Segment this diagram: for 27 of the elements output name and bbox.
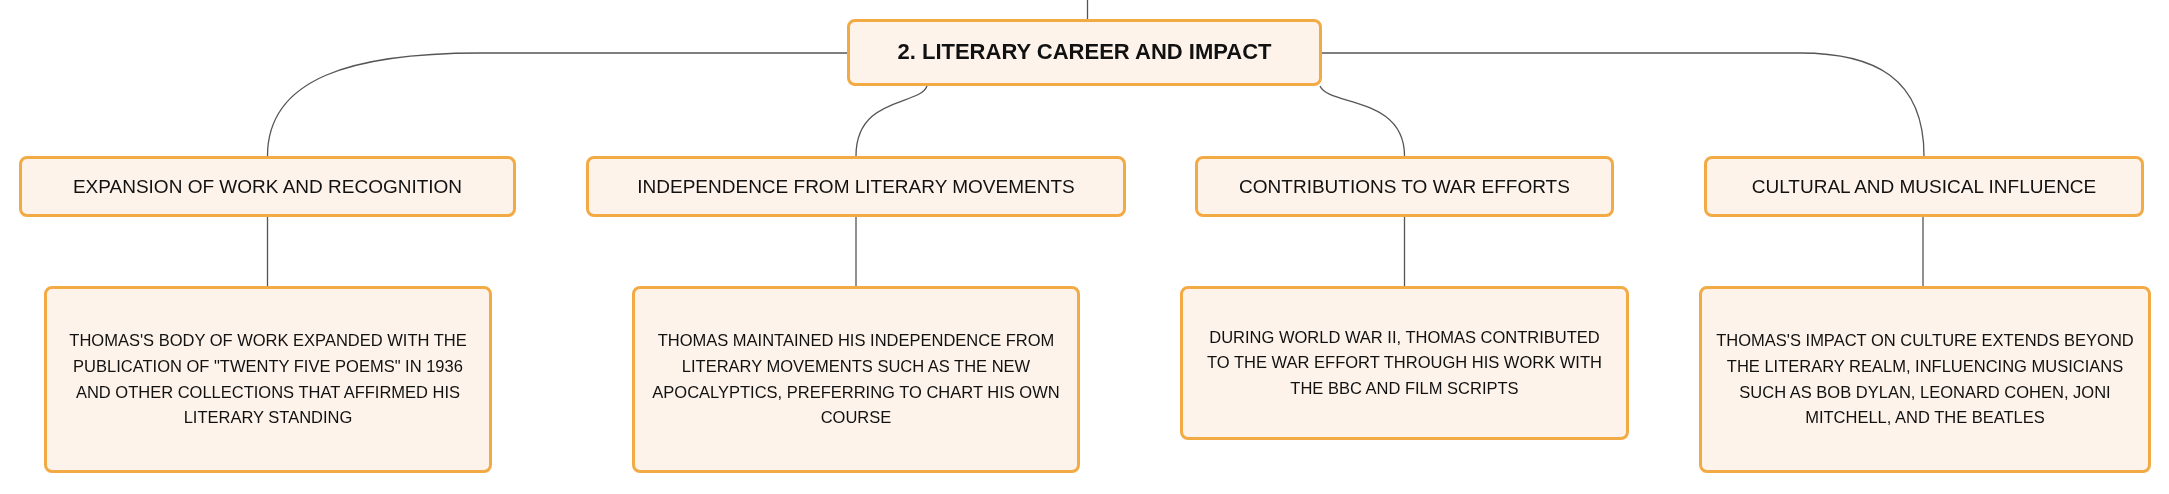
description-text: THOMAS'S BODY OF WORK EXPANDED WITH THE PUBLICATION OF "TWENTY FIVE POEMS" IN 1936 AND OTHER COLLECTIONS THAT AFFIRMED HIS LITERARY STANDING bbox=[68, 330, 468, 429]
subtopic-box bbox=[1195, 156, 1614, 217]
subtopic-box bbox=[586, 156, 1126, 217]
heading-text: 2. LITERARY CAREER AND IMPACT bbox=[897, 38, 1272, 67]
description-text: THOMAS MAINTAINED HIS INDEPENDENCE FROM LITERARY MOVEMENTS SUCH AS THE NEW APOCALYPTICS, PREFERRING TO CHART HIS OWN COURSE bbox=[651, 330, 1061, 429]
connector-line bbox=[1403, 216, 1406, 287]
heading-text: CONTRIBUTIONS TO WAR EFFORTS bbox=[1239, 174, 1570, 199]
subtopic-box bbox=[1704, 156, 2144, 217]
description-text: THOMAS'S IMPACT ON CULTURE EXTENDS BEYOND THE LITERARY REALM, INFLUENCING MUSICIANS SUCH AS BOB DYLAN, LEONARD COHEN, JONI MITCHELL, AND THE BEATLES bbox=[1716, 330, 2134, 429]
description-box bbox=[1180, 286, 1629, 440]
connector-line bbox=[1321, 52, 1925, 157]
connector-line bbox=[1922, 216, 1924, 287]
connector-line bbox=[1086, 0, 1089, 20]
connector-line bbox=[855, 85, 928, 157]
connector-line bbox=[1319, 85, 1406, 157]
connector-line bbox=[855, 216, 857, 287]
description-box bbox=[1699, 286, 2151, 473]
heading-text: EXPANSION OF WORK AND RECOGNITION bbox=[72, 174, 463, 199]
topic-box bbox=[847, 19, 1322, 86]
heading-text: CULTURAL AND MUSICAL INFLUENCE bbox=[1751, 174, 2097, 199]
subtopic-box bbox=[19, 156, 516, 217]
connector-line bbox=[266, 52, 848, 157]
description-text: DURING WORLD WAR II, THOMAS CONTRIBUTED TO THE WAR EFFORT THROUGH HIS WORK WITH THE BBC AND FILM SCRIPTS bbox=[1206, 326, 1603, 399]
connector-line bbox=[266, 216, 269, 287]
heading-text: INDEPENDENCE FROM LITERARY MOVEMENTS bbox=[637, 174, 1075, 199]
description-box bbox=[632, 286, 1080, 473]
description-box bbox=[44, 286, 492, 473]
